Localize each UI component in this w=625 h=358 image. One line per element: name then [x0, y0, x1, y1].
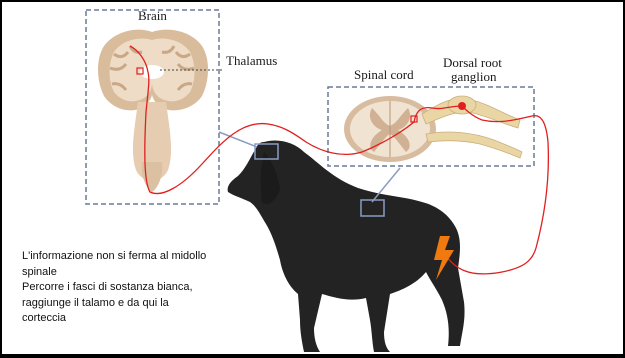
diagram-canvas: Brain Thalamus Spinal cord Dorsal root g…	[2, 2, 623, 354]
spinal-cord-illustration	[344, 96, 436, 162]
thalamus-label: Thalamus	[226, 53, 277, 69]
connector-brain	[219, 132, 257, 147]
ganglion-neuron-cell-body	[458, 102, 466, 110]
caption-line: L'informazione non si ferma al midollo	[22, 249, 252, 265]
caption-text: L'informazione non si ferma al midollo s…	[22, 249, 252, 327]
dorsal-root-label-line2: ganglion	[451, 69, 497, 85]
brain-label: Brain	[138, 8, 167, 24]
spinal-cord-label: Spinal cord	[354, 67, 414, 83]
dorsal-root-ganglion-illustration	[422, 96, 522, 158]
caption-line: spinale	[22, 265, 252, 281]
caption-line: raggiunge il talamo e da qui la	[22, 296, 252, 312]
caption-line: Percorre i fasci di sostanza bianca,	[22, 280, 252, 296]
caption-line: corteccia	[22, 311, 252, 327]
brain-illustration	[98, 30, 208, 192]
